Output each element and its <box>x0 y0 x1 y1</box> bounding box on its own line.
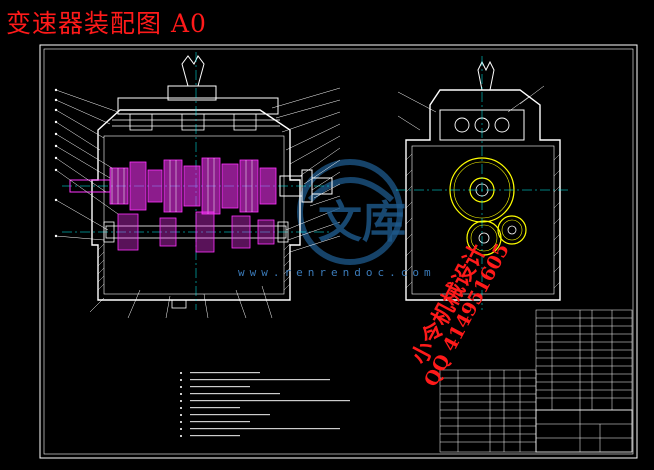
front-section-view <box>54 52 341 319</box>
outer-frame <box>39 44 638 459</box>
drawing-title: 变速器装配图 A0 <box>6 9 207 38</box>
side-section-view <box>396 56 570 310</box>
watermark-logo-text: 文库 <box>318 197 406 248</box>
watermark-url: www.renrendoc.com <box>238 266 436 279</box>
parts-list-table <box>439 309 633 453</box>
technical-notes-area <box>180 372 350 437</box>
inner-frame <box>43 48 634 455</box>
